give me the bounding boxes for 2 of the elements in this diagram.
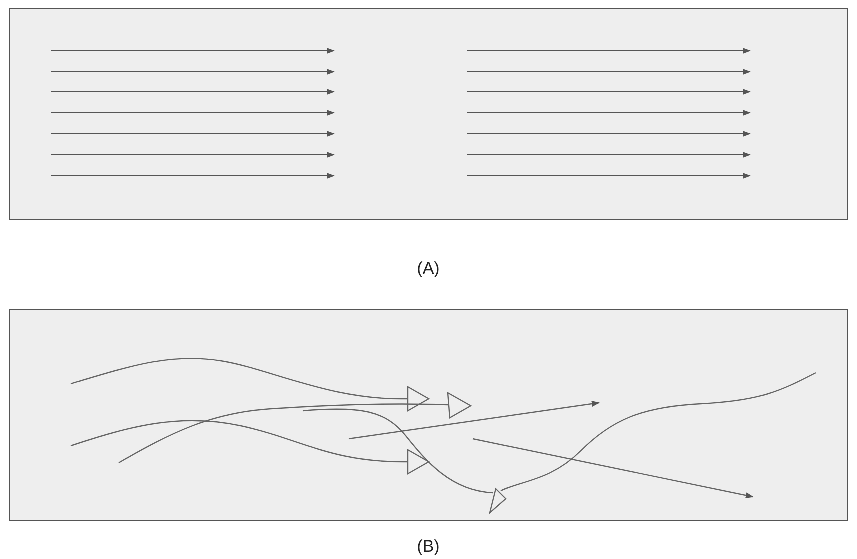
- panel-caption: (B): [417, 537, 440, 556]
- panel-caption: (A): [417, 259, 440, 278]
